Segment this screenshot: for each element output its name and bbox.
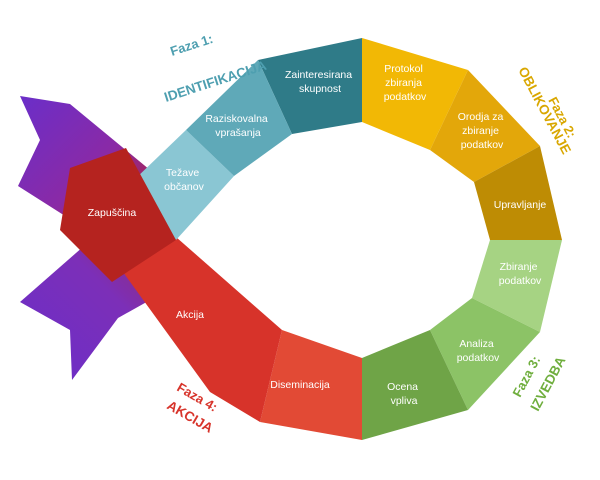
segment-akcija: Akcija (120, 230, 282, 422)
segment-label: Orodja za zbiranje podatkov (458, 111, 506, 151)
segment-shape (474, 146, 562, 240)
segment-protokol-zbiranja-podatkov: Protokol zbiranja podatkov (362, 38, 468, 150)
segment-shape (260, 330, 362, 440)
segment-label: Zapuščina (88, 207, 137, 219)
segment-orodja-za-zbiranje-podatkov: Orodja za zbiranje podatkov (430, 70, 540, 182)
segment-zbiranje-podatkov: Zbiranje podatkov (472, 240, 562, 332)
phase-1-title: Faza 1: (168, 31, 215, 59)
segment-label: Zainteresirana skupnost (285, 69, 355, 95)
segment-shape (120, 230, 282, 422)
segment-shape (430, 70, 540, 182)
segment-shape (362, 38, 468, 150)
segment-label: Protokol zbiranja podatkov (384, 63, 427, 103)
segment-label: Analiza podatkov (457, 338, 500, 364)
segment-shape (362, 330, 468, 440)
segment-label: Akcija (176, 309, 204, 321)
segment-shape (186, 60, 292, 176)
segment-shape (258, 38, 362, 134)
segment-analiza-podatkov: Analiza podatkov (430, 298, 540, 410)
segment-label: Težave občanov (164, 167, 204, 193)
segment-label: Raziskovalna vprašanja (205, 113, 270, 139)
segment-label: Diseminacija (270, 379, 330, 391)
segment-ocena-vpliva: Ocena vpliva (362, 330, 468, 440)
segment-label: Ocena vpliva (387, 381, 421, 407)
segment-shape (430, 298, 540, 410)
segment-zainteresirana-skupnost: Zainteresirana skupnost (258, 38, 362, 134)
segment-zapuscina: Zapuščina (60, 148, 176, 282)
segment-shape (60, 148, 176, 282)
segment-upravljanje: Upravljanje (474, 146, 562, 240)
segment-raziskovalna-vprasanja: Raziskovalna vprašanja (186, 60, 292, 176)
segment-label: Zbiranje podatkov (499, 261, 542, 287)
segment-shape (472, 240, 562, 332)
segment-diseminacija: Diseminacija (260, 330, 362, 440)
segment-label: Upravljanje (494, 199, 547, 211)
